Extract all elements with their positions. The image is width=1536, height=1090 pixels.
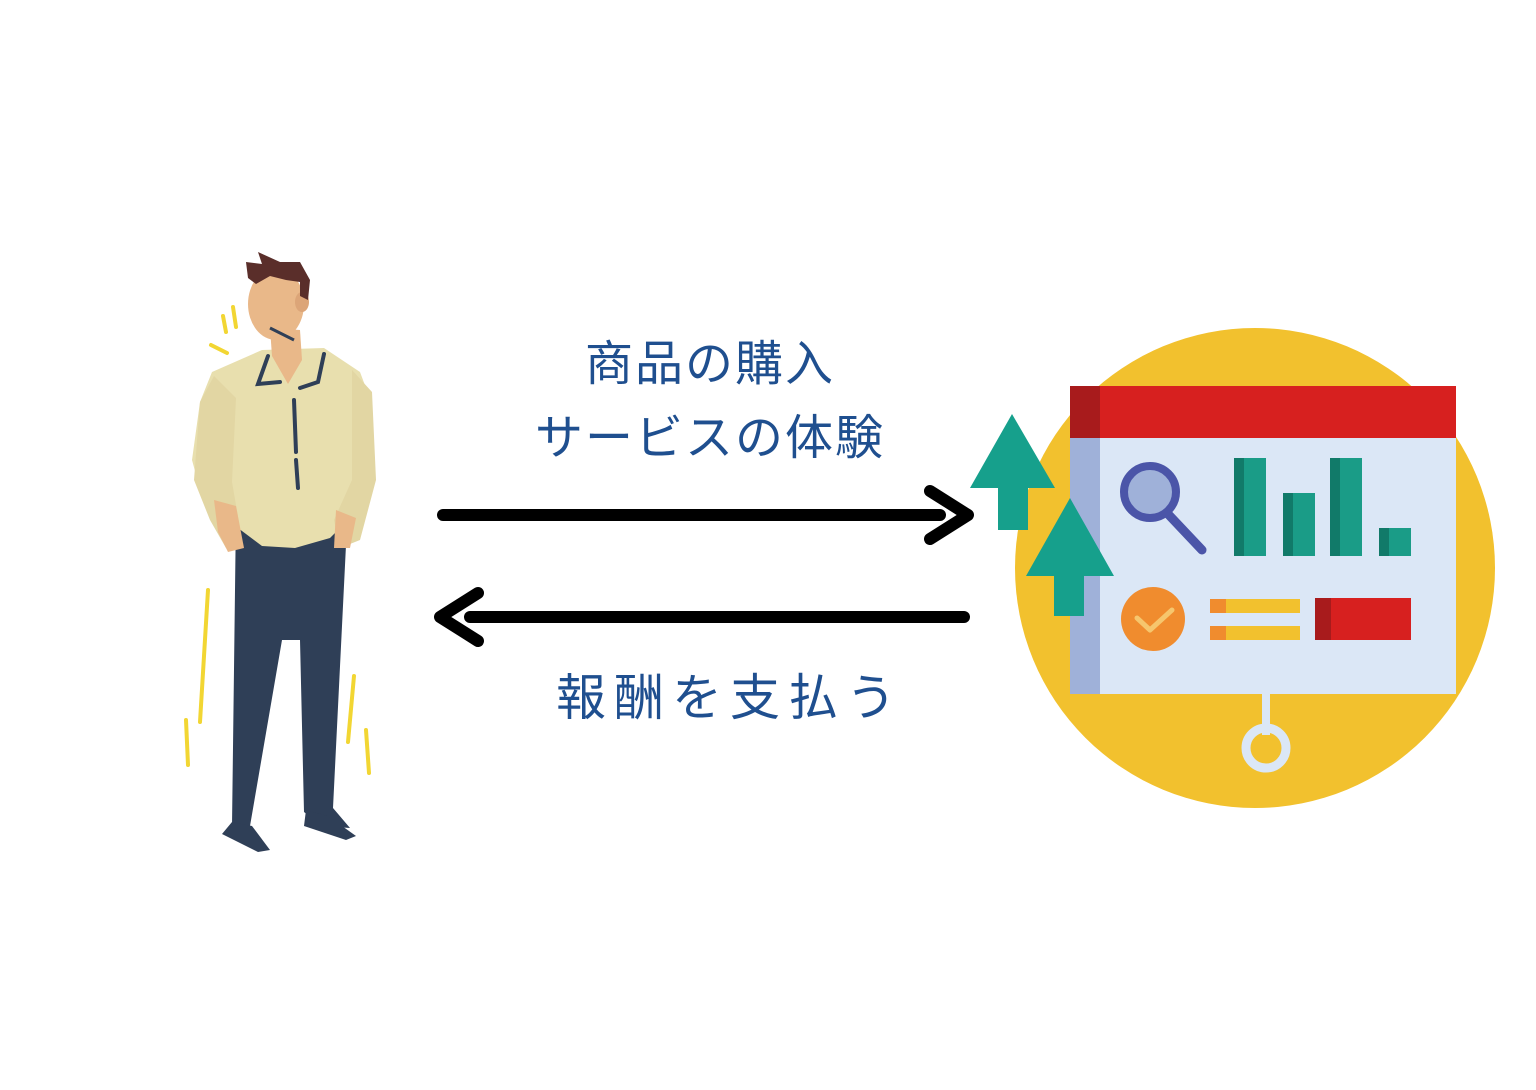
up-arrow-icon-1 — [970, 414, 1055, 530]
text-lines-icon — [1210, 599, 1300, 640]
person-left-shoe — [222, 822, 270, 852]
board-header — [1070, 386, 1456, 438]
check-icon — [1121, 587, 1185, 651]
person-neck — [270, 328, 302, 384]
forward-arrow-label-line1: 商品の購入 — [584, 336, 835, 392]
person-hair — [246, 252, 310, 300]
person-jaw — [269, 326, 295, 342]
backward-arrow-label: 報酬を支払う — [556, 669, 904, 727]
analytics-board-icon — [970, 328, 1495, 808]
board-stand-ring — [1241, 723, 1291, 773]
person-icon — [184, 252, 376, 852]
person-shirt-lines — [255, 352, 326, 490]
motion-lines — [184, 305, 371, 775]
forward-arrow-label-line2: サービスの体験 — [534, 410, 885, 466]
person-right-arm — [334, 370, 376, 548]
backward-arrow — [434, 587, 970, 647]
person-right-shoe — [304, 810, 356, 840]
forward-arrow — [437, 485, 974, 545]
person-left-hand — [214, 500, 244, 552]
person-pants — [232, 512, 350, 828]
person-right-hand — [334, 510, 356, 548]
bar-chart-icon — [1234, 458, 1411, 556]
person-head — [248, 268, 304, 340]
person-shirt — [192, 348, 372, 548]
up-arrow-icon-2 — [1026, 498, 1114, 616]
magnifier-icon — [1120, 462, 1207, 555]
